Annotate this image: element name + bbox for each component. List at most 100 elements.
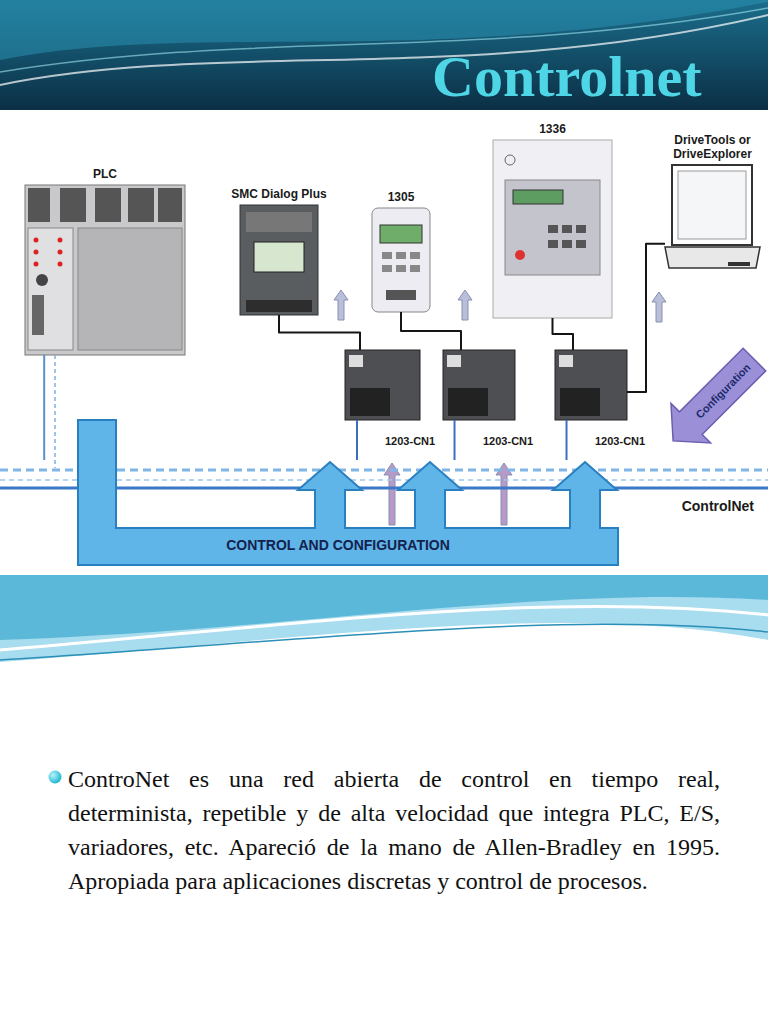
drive-display [380, 225, 422, 243]
smc-drawing [240, 205, 318, 315]
soft-starter: SMC Dialog Plus [240, 205, 318, 315]
bus-label: ControlNet [680, 498, 756, 514]
led [58, 262, 63, 267]
smc-top [246, 212, 312, 232]
device-label: PLC [93, 167, 117, 181]
led [58, 250, 63, 255]
key [562, 240, 572, 248]
network-module: 1203-CN1 [345, 350, 420, 420]
led [34, 262, 39, 267]
drive-body [372, 208, 430, 312]
body-text: ControNet es una red abierta de control … [68, 762, 720, 898]
band-label: CONTROL AND CONFIGURATION [118, 537, 558, 553]
module-port [448, 388, 488, 416]
plc-slot [28, 188, 50, 222]
small-up-arrow [458, 290, 472, 320]
drive-cabinet [493, 140, 612, 318]
key [576, 225, 586, 233]
cn1-drawings [345, 350, 627, 420]
device-label: 1203-CN1 [483, 435, 533, 447]
plc-slot [95, 188, 121, 222]
cable [43, 355, 45, 460]
key [410, 252, 420, 259]
key [396, 265, 406, 272]
control-band: CONTROL AND CONFIGURATION [78, 420, 623, 570]
arrow-group [653, 340, 768, 461]
small-up-arrow [496, 463, 512, 525]
cable [553, 318, 574, 350]
laptop-port [728, 262, 750, 266]
module-label [559, 355, 573, 367]
device-label: SMC Dialog Plus [231, 187, 326, 201]
header-ground [0, 0, 768, 110]
device-label: 1305 [388, 190, 415, 204]
network-module: 1203-CN1 [443, 350, 515, 420]
device-label: 1203-CN1 [595, 435, 645, 447]
cable [401, 312, 461, 350]
key [382, 265, 392, 272]
wave-line [0, 624, 768, 660]
laptop-screen [672, 165, 752, 245]
cable [566, 420, 568, 460]
plc-body [25, 185, 185, 355]
laptop-display [678, 171, 746, 239]
drive-1336-drawing [493, 140, 612, 318]
module-port [350, 388, 390, 416]
key [382, 252, 392, 259]
led [34, 250, 39, 255]
cable [356, 420, 358, 460]
configuration-arrow: Configuration [672, 348, 765, 456]
plc-slot [158, 188, 182, 222]
bullet-circle [49, 771, 62, 784]
laptop-drawing [665, 165, 760, 268]
key [548, 225, 558, 233]
module-body [555, 350, 627, 420]
drive-1305-drawing [372, 208, 430, 312]
led [58, 238, 63, 243]
laptop: DriveTools or DriveExplorer [665, 165, 760, 270]
plc-slot [60, 188, 86, 222]
drive: 1336 [493, 140, 612, 318]
network-module: 1203-CN1 [555, 350, 627, 420]
plc-module [28, 228, 73, 350]
logo [505, 155, 515, 165]
keyswitch [36, 274, 48, 286]
band-fill [78, 420, 618, 565]
module-body [345, 350, 420, 420]
plc-drop [54, 355, 56, 468]
cable [279, 315, 360, 350]
cable [454, 420, 456, 460]
smc-terminals [246, 300, 312, 312]
key [410, 265, 420, 272]
plc: PLC [25, 185, 185, 355]
small-up-arrow [334, 290, 348, 320]
key [396, 252, 406, 259]
arrow-fill [653, 340, 768, 461]
led [34, 238, 39, 243]
module-port [560, 388, 600, 416]
smc-display [254, 242, 304, 272]
small-up-arrow [384, 463, 400, 525]
drive-base [386, 290, 416, 300]
wave-line [0, 606, 768, 650]
bullet-dot [48, 770, 62, 784]
module-label [447, 355, 461, 367]
drive-display [513, 190, 563, 204]
plc-drawing [25, 185, 185, 355]
key [576, 240, 586, 248]
wave-fill [0, 575, 768, 662]
lower-wave [0, 575, 768, 662]
laptop-base [665, 247, 760, 268]
device-label: DriveTools or DriveExplorer [663, 133, 763, 161]
drive-panel [505, 180, 600, 275]
stop-button [515, 250, 525, 260]
device-label: 1203-CN1 [385, 435, 435, 447]
smc-body [240, 205, 318, 315]
plc-slot [128, 188, 154, 222]
key [562, 225, 572, 233]
small-up-arrow [652, 292, 666, 322]
connector [32, 295, 44, 335]
key [548, 240, 558, 248]
slide-title: Controlnet [432, 44, 702, 110]
